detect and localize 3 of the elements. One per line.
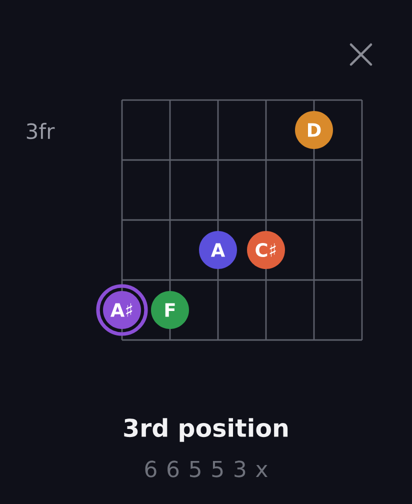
fingering-text: 6 6 5 5 3 x: [145, 460, 268, 478]
title: 3rd position: [124, 418, 288, 442]
fret-number: 3fr: [26, 122, 55, 140]
